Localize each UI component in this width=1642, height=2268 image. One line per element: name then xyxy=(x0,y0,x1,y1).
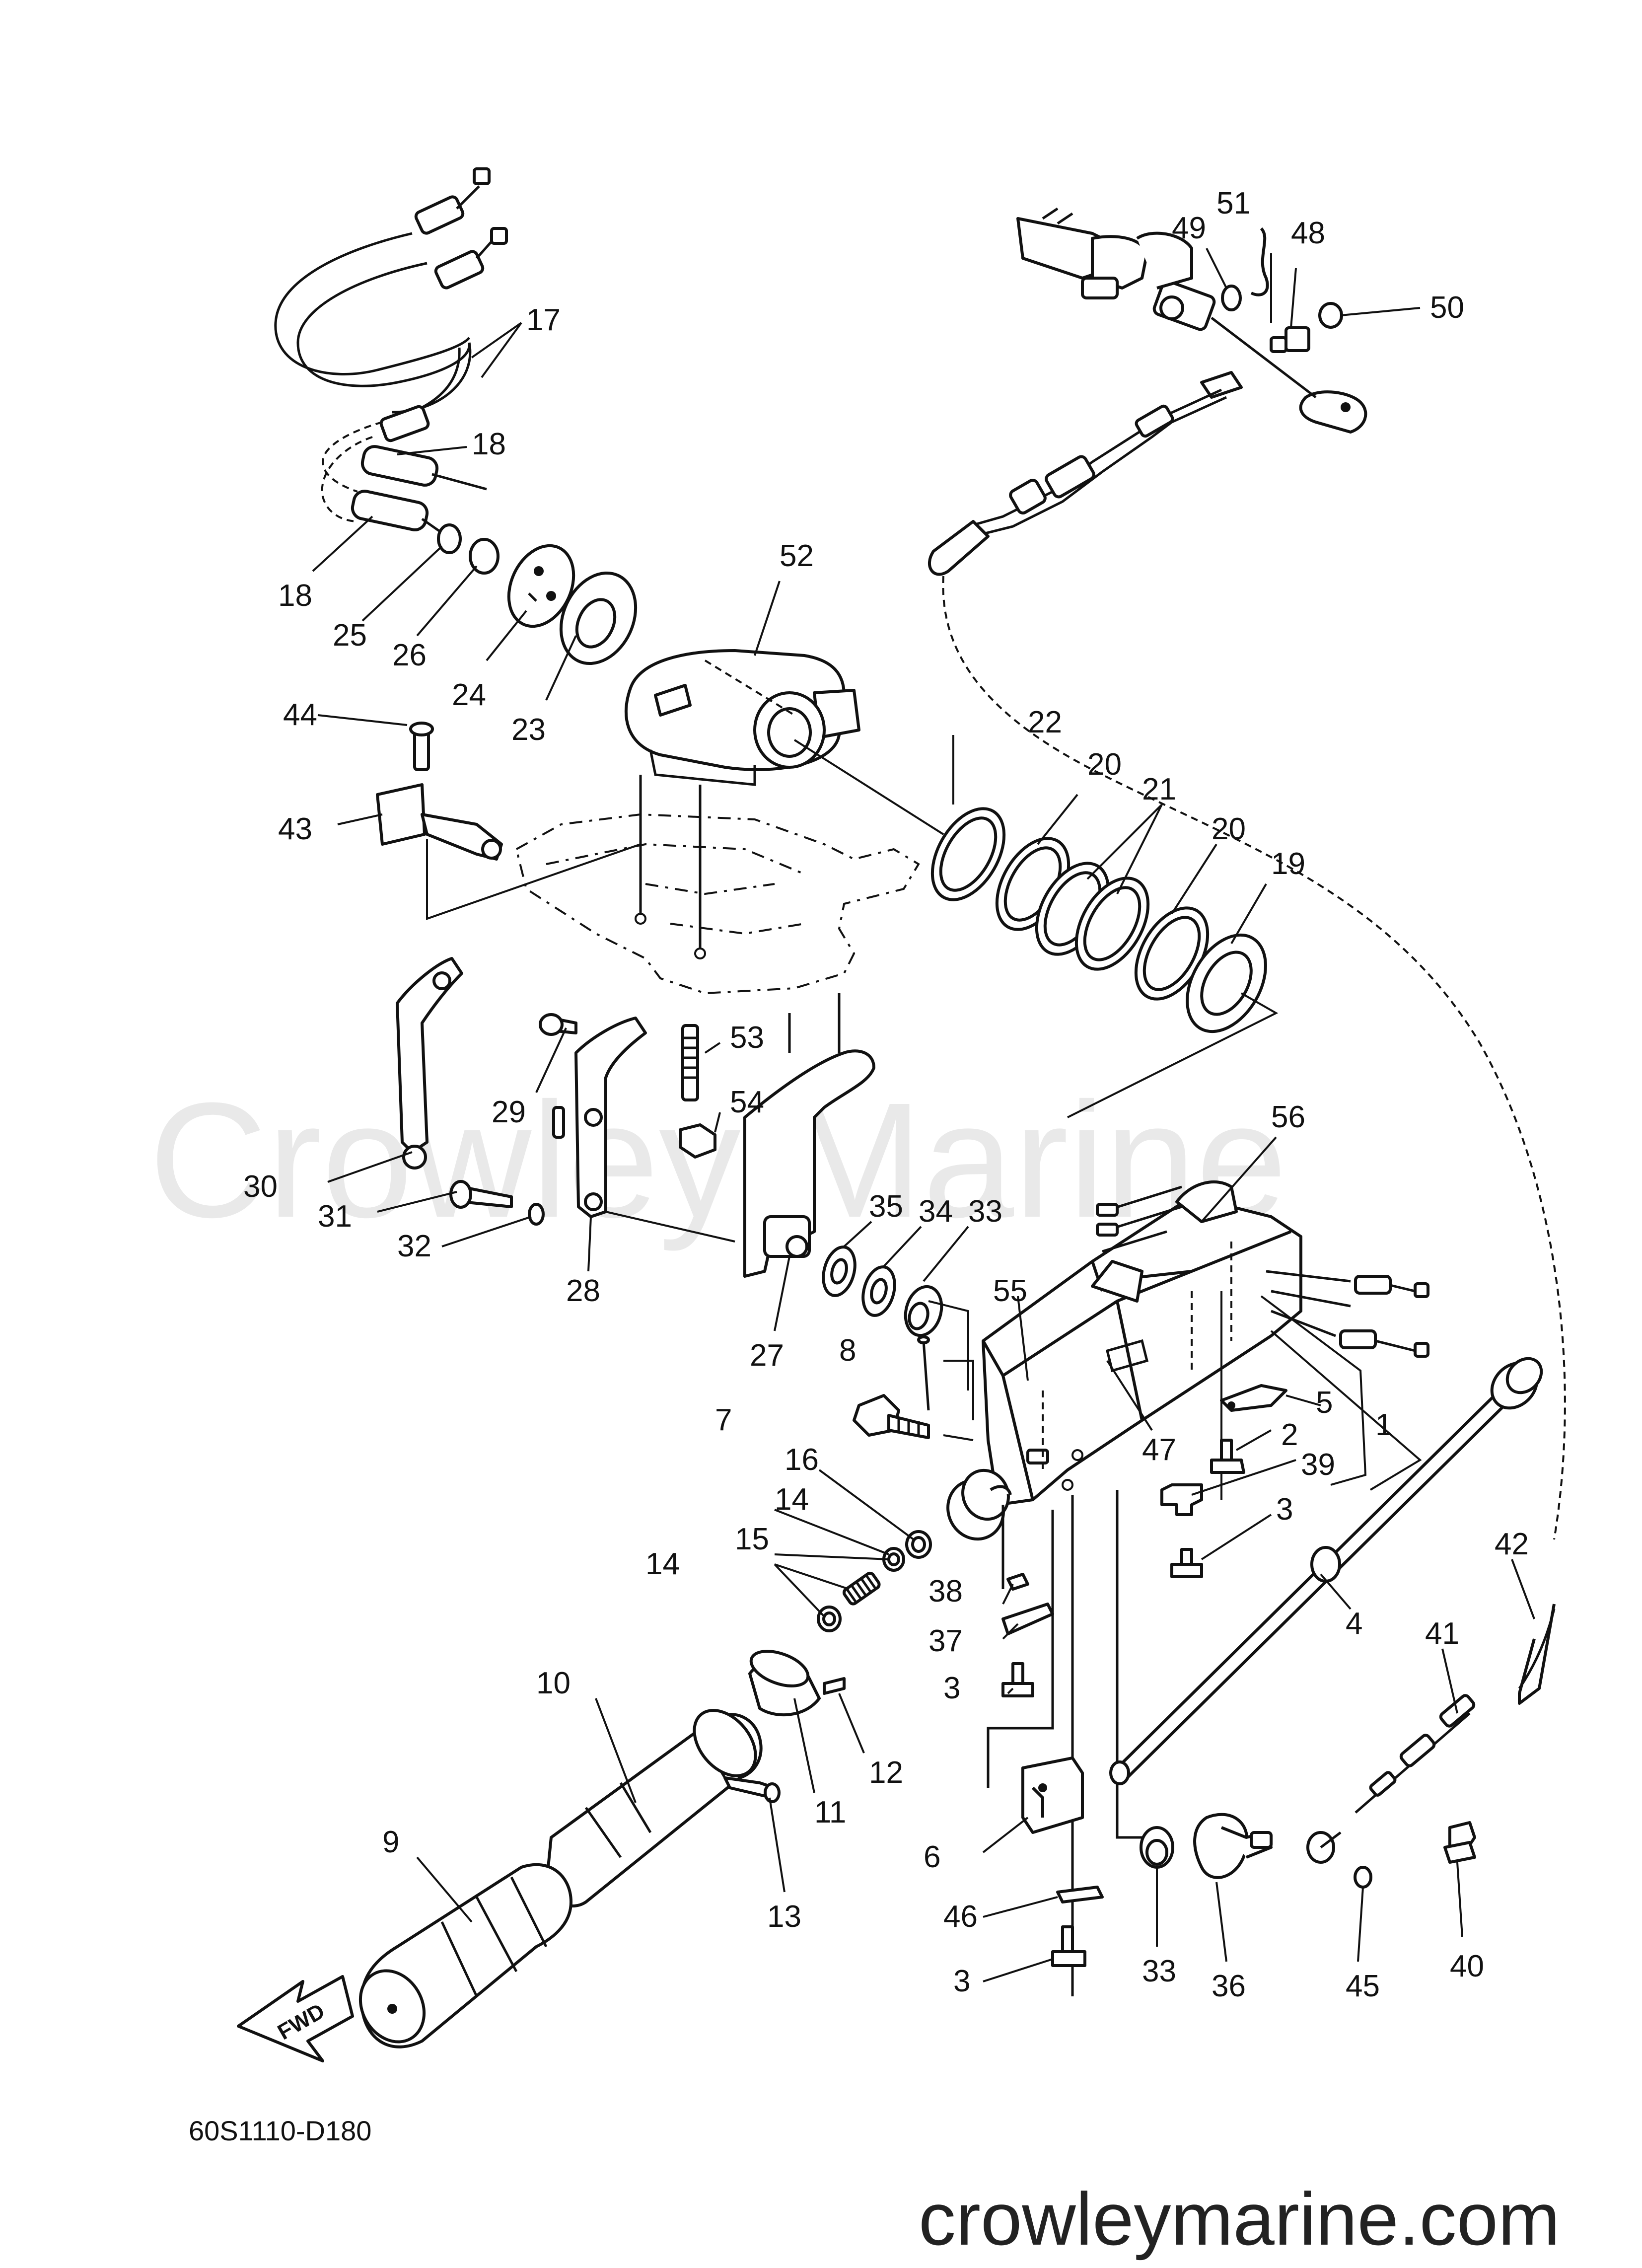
label-32: 32 xyxy=(397,1229,431,1263)
label-9: 9 xyxy=(382,1825,399,1859)
label-27: 27 xyxy=(750,1338,784,1373)
leader-lines xyxy=(312,248,1535,1982)
label-19: 19 xyxy=(1271,847,1305,881)
label-46: 46 xyxy=(943,1900,978,1934)
label-15: 15 xyxy=(735,1522,769,1556)
label-51: 51 xyxy=(1216,186,1251,220)
diagram-code: 60S1110-D180 xyxy=(189,2115,371,2146)
label-33a: 33 xyxy=(968,1194,1002,1229)
label-53: 53 xyxy=(730,1021,764,1055)
label-22: 22 xyxy=(1028,705,1062,739)
label-49: 49 xyxy=(1172,211,1206,245)
label-23: 23 xyxy=(511,713,546,747)
clips-37-38 xyxy=(1001,1505,1054,1697)
upper-housing xyxy=(624,649,860,786)
washers-33-35 xyxy=(822,1245,969,1390)
label-44: 44 xyxy=(283,698,317,732)
label-7: 7 xyxy=(715,1403,732,1437)
label-8: 8 xyxy=(839,1333,856,1368)
grommet-set xyxy=(437,523,638,665)
label-12: 12 xyxy=(869,1756,903,1790)
label-21: 21 xyxy=(1142,772,1176,806)
fwd-arrow: FWD xyxy=(237,1975,354,2062)
cable-assembly xyxy=(274,167,508,538)
label-54: 54 xyxy=(730,1085,764,1119)
label-47: 47 xyxy=(1142,1433,1176,1467)
switch-assembly xyxy=(928,207,1367,576)
label-6: 6 xyxy=(924,1840,940,1874)
bracket-6 xyxy=(987,1490,1142,1996)
label-2: 2 xyxy=(1281,1418,1298,1452)
label-31: 31 xyxy=(318,1199,352,1234)
label-48: 48 xyxy=(1291,216,1325,250)
label-40: 40 xyxy=(1450,1949,1484,1983)
label-29: 29 xyxy=(492,1095,526,1129)
label-14b: 14 xyxy=(645,1547,680,1581)
label-34: 34 xyxy=(919,1194,953,1229)
throttle-cable xyxy=(1109,1357,1543,1785)
label-42: 42 xyxy=(1495,1527,1529,1561)
clamp-36 xyxy=(1140,1813,1273,1879)
label-16: 16 xyxy=(785,1443,819,1477)
label-24: 24 xyxy=(452,678,486,712)
label-4: 4 xyxy=(1346,1607,1362,1641)
label-3b: 3 xyxy=(943,1671,960,1705)
label-11: 11 xyxy=(814,1795,846,1829)
label-45: 45 xyxy=(1346,1969,1380,2003)
throttle-grip xyxy=(358,1863,572,2049)
label-18a: 18 xyxy=(472,427,506,461)
label-36: 36 xyxy=(1212,1969,1246,2003)
label-41: 41 xyxy=(1425,1616,1459,1651)
label-50: 50 xyxy=(1430,291,1464,325)
part-labels: 17 18 18 25 26 24 23 52 44 43 22 20 21 2… xyxy=(243,186,1529,2003)
shift-lever xyxy=(743,1049,875,1278)
label-13: 13 xyxy=(767,1900,801,1934)
label-30: 30 xyxy=(243,1170,278,1204)
label-20a: 20 xyxy=(1087,747,1122,782)
label-20b: 20 xyxy=(1212,812,1246,846)
bushing-rings xyxy=(793,739,1279,1118)
shift-links xyxy=(396,957,735,1243)
label-56: 56 xyxy=(1271,1100,1305,1134)
label-55: 55 xyxy=(993,1274,1027,1308)
bracket-43 xyxy=(376,722,503,861)
label-33b: 33 xyxy=(1142,1954,1176,1988)
watermark: Crowley Marine xyxy=(149,1068,1287,1252)
label-14a: 14 xyxy=(775,1482,809,1517)
label-5: 5 xyxy=(1316,1386,1333,1420)
label-35: 35 xyxy=(869,1189,903,1224)
label-52: 52 xyxy=(780,539,814,573)
label-28: 28 xyxy=(566,1274,600,1308)
site-name: crowleymarine.com xyxy=(919,2177,1560,2261)
fasteners-right xyxy=(1160,1384,1287,1578)
label-39: 39 xyxy=(1301,1448,1335,1482)
label-17: 17 xyxy=(526,303,561,337)
tiller-handle xyxy=(545,1650,846,1908)
steering-bracket xyxy=(946,1180,1429,1541)
label-10: 10 xyxy=(536,1666,571,1700)
label-18b: 18 xyxy=(278,579,312,613)
friction-screw xyxy=(853,1335,974,1441)
label-1: 1 xyxy=(1375,1408,1392,1442)
label-37: 37 xyxy=(928,1624,963,1658)
label-3a: 3 xyxy=(1276,1492,1293,1527)
stud-and-nut xyxy=(679,1024,716,1159)
label-3c: 3 xyxy=(953,1964,970,1998)
label-43: 43 xyxy=(278,812,312,846)
label-26: 26 xyxy=(392,638,427,672)
mounting-frame-dashed xyxy=(426,775,920,1053)
label-38: 38 xyxy=(928,1574,963,1609)
spring-set xyxy=(817,1530,932,1632)
label-25: 25 xyxy=(333,618,367,653)
